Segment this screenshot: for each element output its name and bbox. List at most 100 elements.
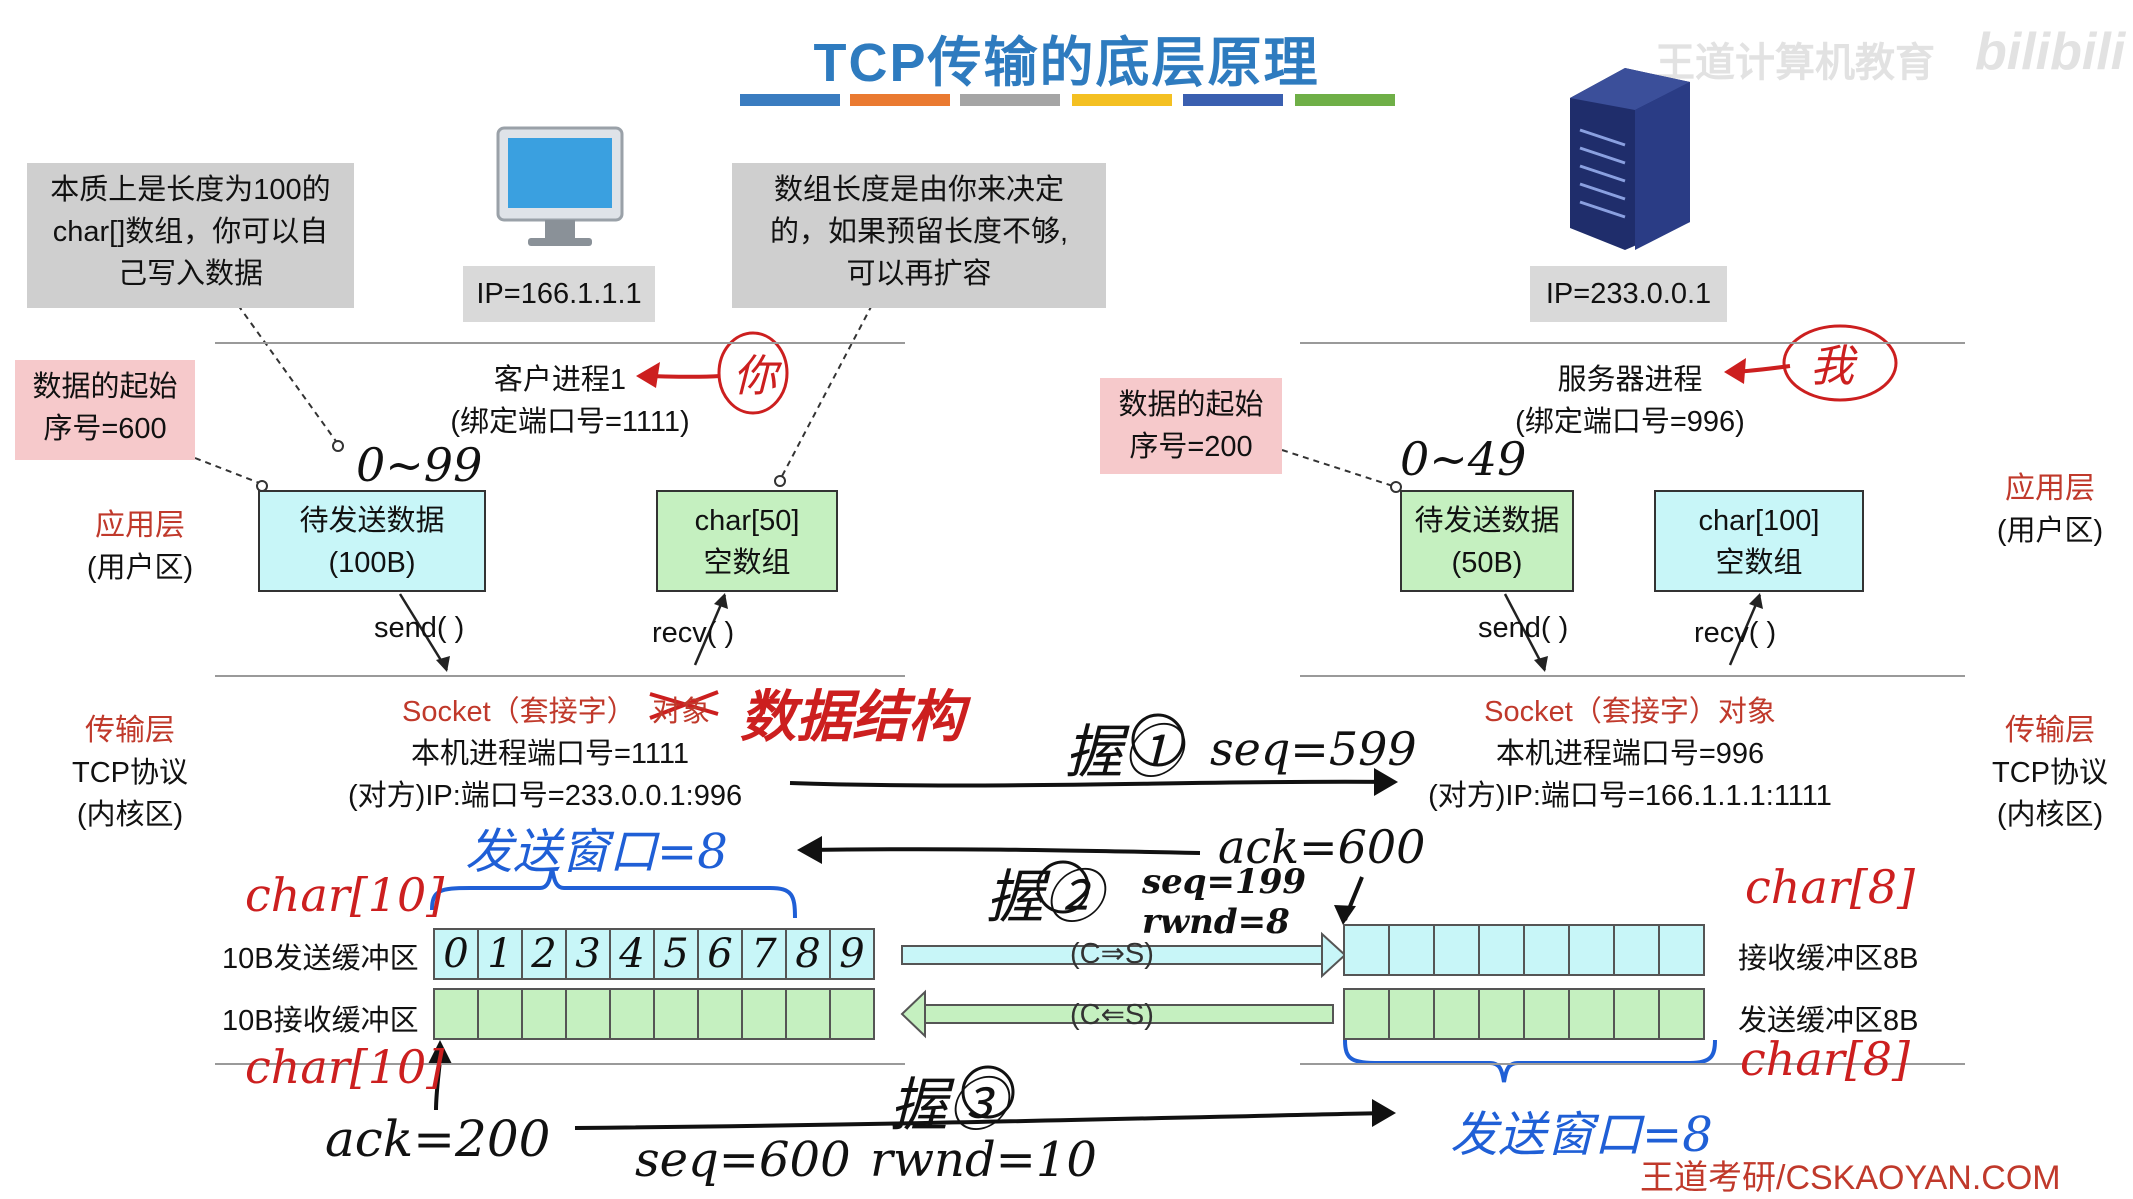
footer-brand: 王道考研/CSKAOYAN.COM [1640,1159,2061,1197]
buffer-cell [1343,988,1390,1040]
server-send-buffer [1343,988,1705,1040]
server-recv-buffer-label: 接收缓冲区8B [1738,943,1919,975]
trans-layer-left: 传输层 TCP协议 (内核区) [50,710,210,836]
box-line: 空数组 [703,547,791,579]
buffer-cell [433,988,479,1040]
channel-label-s-to-c: (C⇐S) [1070,999,1154,1031]
buffer-cell [653,988,699,1040]
server-tower-icon [1570,68,1690,250]
buffer-cell [1343,924,1390,976]
handwriting-range-client: 0~99 [356,438,483,492]
buffer-cell: 7 [741,928,787,980]
buffer-cell [1433,988,1480,1040]
start-seq-line: 序号=200 [1129,431,1253,463]
handwriting-data-structure: 数据结构 [740,684,964,750]
start-seq-line: 序号=600 [43,413,167,445]
handwriting-char8-bottom: char[8] [1740,1032,1910,1086]
client-recv-array-box: char[50] 空数组 [656,490,838,592]
handwriting-send-window-client: 发送窗口=8 [465,824,728,880]
box-line: 待发送数据 [299,505,445,537]
buffer-cell: 1 [477,928,523,980]
color-bar-green [1295,94,1395,106]
server-socket-title: Socket（套接字）对象 [1484,696,1776,728]
handwriting-handshake-2: 握② [986,863,1103,931]
server-recv-buffer [1343,924,1705,976]
layer-subtitle: (用户区) [86,552,194,584]
buffer-cell [1613,924,1660,976]
client-recv-call: recv( ) [652,617,735,649]
buffer-cell [1658,924,1705,976]
app-layer-left: 应用层 (用户区) [60,500,220,586]
layer-title: 传输层 [85,714,175,747]
handwriting-char10-bottom: char[10] [245,1040,445,1094]
box-line: char[100] [1698,505,1820,537]
handwriting-me: 我 [1810,341,1854,392]
client-socket-port: 本机进程端口号=1111 [411,738,689,770]
server-send-data-box: 待发送数据 (50B) [1400,490,1574,592]
handwriting-seq-600: seq=600 [635,1132,851,1188]
client-socket-struck: 对象 [652,696,711,728]
color-bar-navy [1183,94,1283,106]
server-process-label: 服务器进程 [1557,364,1703,396]
buffer-cell [1433,924,1480,976]
client-expand-note: 数组长度是由你来决定 的，如果预留长度不够, 可以再扩容 [732,163,1106,308]
buffer-cell: 6 [697,928,743,980]
divider-client-mid [215,675,905,677]
buffer-cell [1523,988,1570,1040]
server-socket-peer: (对方)IP:端口号=166.1.1.1:1111 [1428,780,1832,812]
handwriting-seq-199: seq=199 [1142,862,1307,902]
channel-arrow-c-to-s [901,931,1347,979]
buffer-cell: 5 [653,928,699,980]
layer-subtitle: (用户区) [1996,515,2104,547]
client-recv-buffer-label: 10B接收缓冲区 [222,1005,419,1037]
layer-title: 应用层 [95,509,185,542]
start-seq-line: 数据的起始 [32,371,178,403]
server-send-call: send( ) [1478,612,1569,644]
box-line: char[50] [694,505,800,537]
color-bar-orange [850,94,950,106]
watermark-logo: bilibili [1975,23,2126,81]
buffer-cell [741,988,787,1040]
buffer-cell [1568,988,1615,1040]
watermark-text: 王道计算机教育 [1655,41,1935,85]
buffer-cell [1478,924,1525,976]
buffer-cell [1478,988,1525,1040]
page-title: TCP传输的底层原理 [813,33,1320,93]
computer-monitor-icon [496,126,624,246]
handwriting-char10-top: char[10] [245,868,445,922]
note-line: 数组长度是由你来决定 [773,174,1064,206]
client-socket-title: Socket（套接字） [402,696,636,728]
buffer-cell [609,988,655,1040]
box-line: (50B) [1451,547,1523,579]
server-recv-array-box: char[100] 空数组 [1654,490,1864,592]
note-line: 的，如果预留长度不够, [769,216,1069,248]
layer-subtitle: (内核区) [1996,799,2104,831]
buffer-cell: 4 [609,928,655,980]
buffer-cell [829,988,875,1040]
buffer-cell [477,988,523,1040]
client-start-seq: 数据的起始 序号=600 [15,360,195,460]
server-socket-port: 本机进程端口号=996 [1495,738,1765,770]
layer-subtitle: (内核区) [76,799,184,831]
buffer-cell: 0 [433,928,479,980]
buffer-cell [1388,924,1435,976]
handwriting-send-window-server: 发送窗口=8 [1450,1107,1713,1163]
layer-subtitle: TCP协议 [71,757,188,789]
server-start-seq: 数据的起始 序号=200 [1100,378,1282,474]
note-line: 可以再扩容 [846,258,992,290]
buffer-cell [1658,988,1705,1040]
handwriting-seq-599: seq=599 [1210,722,1417,776]
box-line: 待发送数据 [1414,505,1560,537]
buffer-cell: 8 [785,928,831,980]
handwriting-handshake-1: 握① [1065,718,1182,786]
handwriting-rwnd-8: rwnd=8 [1142,902,1290,942]
buffer-cell: 9 [829,928,875,980]
me-circle [1782,324,1898,402]
handwriting-rwnd-10: rwnd=10 [870,1132,1097,1188]
buffer-cell: 2 [521,928,567,980]
color-bar-grey [960,94,1060,106]
handwriting-handshake-3: 握③ [890,1071,1007,1139]
buffer-cell [1568,924,1615,976]
